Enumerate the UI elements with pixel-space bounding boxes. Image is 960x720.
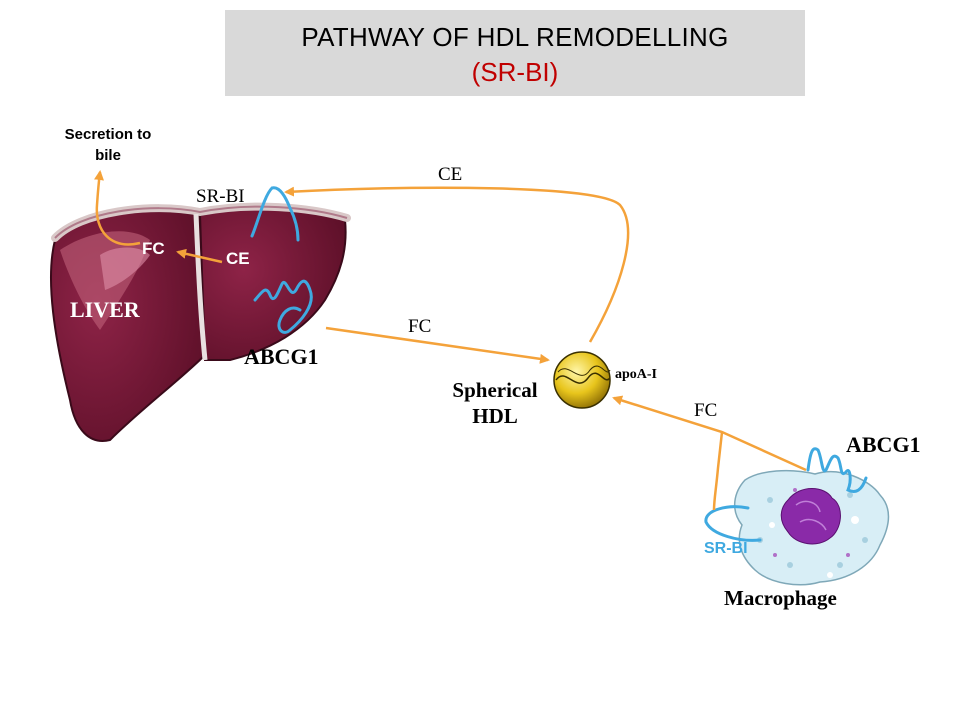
abcg1-macrophage-label: ABCG1 <box>846 432 921 457</box>
apoa1-label: apoA-I <box>615 367 658 382</box>
ce-top-label: CE <box>438 164 463 185</box>
title: PATHWAY OF HDL REMODELLING <box>301 22 729 52</box>
macrophage-label: Macrophage <box>724 586 837 610</box>
title-box: PATHWAY OF HDL REMODELLING (SR-BI) <box>225 10 805 96</box>
abcg1-receptor-liver <box>253 279 313 334</box>
subtitle: (SR-BI) <box>471 57 559 87</box>
fc-macrophage-line <box>712 431 724 511</box>
fc-to-hdl-label: FC <box>408 316 432 337</box>
spherical-hdl-particle <box>553 351 611 409</box>
fc-to-bile-arrow <box>94 170 141 246</box>
hdl-label-line2: HDL <box>472 404 518 428</box>
secretion-label-line2: bile <box>95 147 121 164</box>
ce-return-arrow <box>284 186 630 343</box>
fc-liver-label: FC <box>142 239 165 258</box>
secretion-label-line1: Secretion to <box>64 126 152 143</box>
ce-to-fc-arrow <box>176 248 223 264</box>
abcg1-receptor-macrophage <box>806 447 868 493</box>
secretion-label: Secretion to bile <box>48 124 168 166</box>
hdl-label-line1: Spherical <box>452 378 538 402</box>
hdl-label: Spherical HDL <box>436 377 554 429</box>
srbi-macrophage-label: SR-BI <box>704 540 748 557</box>
liver-label: LIVER <box>70 297 140 322</box>
srbi-receptor-liver <box>250 186 300 242</box>
macrophage-cell <box>734 469 890 586</box>
liver-organ <box>50 202 351 442</box>
abcg1-liver-label: ABCG1 <box>244 344 319 369</box>
srbi-receptor-macrophage <box>704 505 762 542</box>
ce-liver-label: CE <box>226 249 250 268</box>
fc-liver-to-hdl-arrow <box>325 326 550 364</box>
srbi-liver-label: SR-BI <box>196 186 245 207</box>
fc-macrophage-to-hdl-arrow <box>612 395 807 472</box>
fc-macrophage-label: FC <box>694 400 718 421</box>
macrophage-nucleus <box>780 488 841 545</box>
